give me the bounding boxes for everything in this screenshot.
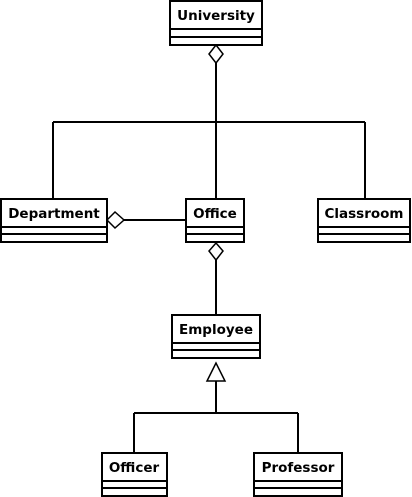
class-university[interactable]: University (169, 0, 263, 46)
office-aggregation-diamond (208, 241, 224, 262)
class-name: University (177, 8, 255, 24)
class-office[interactable]: Office (185, 198, 245, 243)
class-name: Employee (179, 322, 253, 338)
class-employee[interactable]: Employee (171, 314, 261, 359)
department-aggregation-diamond (105, 210, 126, 230)
class-name: Department (8, 206, 100, 222)
class-name: Professor (262, 460, 335, 476)
class-professor[interactable]: Professor (253, 452, 343, 497)
class-officer[interactable]: Officer (101, 452, 168, 497)
connectors (52, 63, 366, 453)
class-classroom[interactable]: Classroom (317, 198, 411, 243)
class-name: Officer (109, 460, 160, 476)
class-name: Classroom (325, 206, 404, 222)
class-department[interactable]: Department (0, 198, 108, 243)
generalization-triangle (205, 361, 227, 382)
class-name: Office (193, 206, 237, 222)
university-aggregation-diamond (208, 43, 224, 65)
